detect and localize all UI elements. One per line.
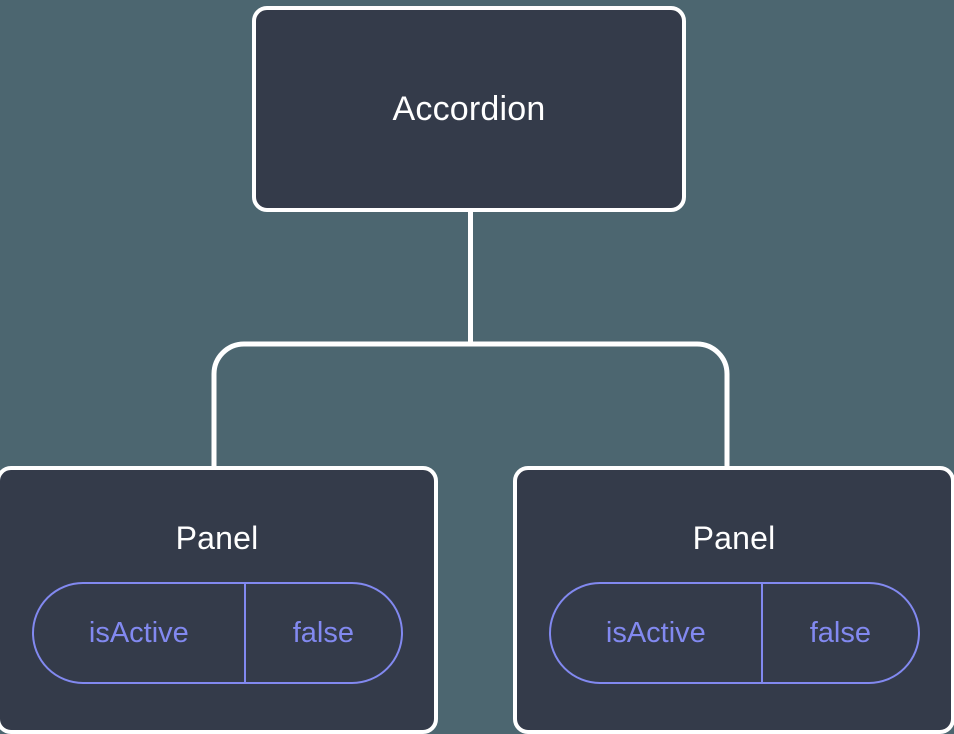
node-panel-2[interactable]: Panel isActive false (513, 466, 954, 734)
prop-pill-panel-2[interactable]: isActive false (548, 582, 920, 684)
node-panel-1[interactable]: Panel isActive false (0, 466, 438, 734)
prop-key-isactive: isActive (551, 584, 764, 682)
node-panel-2-label: Panel (692, 520, 776, 556)
connector-to-panel-2 (470, 341, 730, 470)
prop-pill-panel-1[interactable]: isActive false (31, 582, 403, 684)
node-panel-1-label: Panel (175, 520, 259, 556)
node-accordion-label: Accordion (392, 90, 546, 128)
prop-key-isactive: isActive (34, 584, 247, 682)
prop-value-isactive: false (809, 616, 871, 649)
connector-to-panel-1 (211, 341, 471, 470)
prop-value-isactive: false (292, 616, 354, 649)
node-accordion[interactable]: Accordion (252, 6, 686, 212)
